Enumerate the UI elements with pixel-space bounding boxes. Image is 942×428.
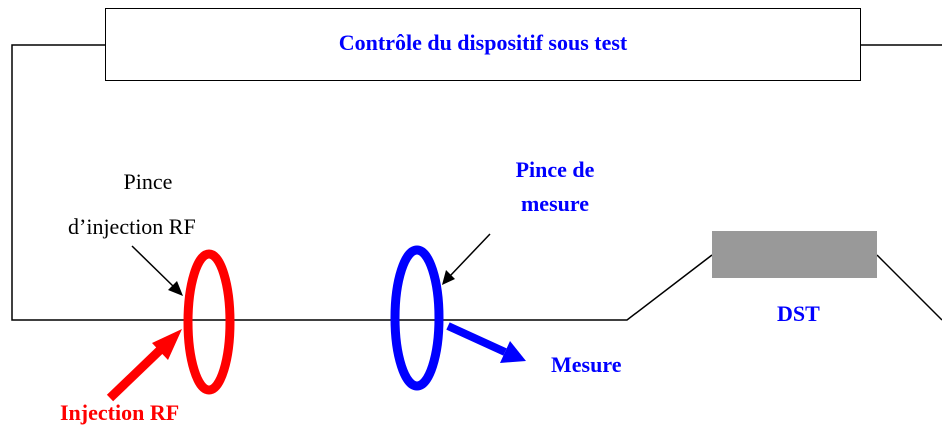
device-control-box: Contrôle du dispositif sous test <box>105 8 861 81</box>
injection-rf-label: Injection RF <box>60 400 180 425</box>
measure-arrow-shaft <box>446 322 507 356</box>
measure-clamp-pointer-line <box>449 233 491 277</box>
device-under-test-label: DST <box>777 301 820 326</box>
cable-left-loop <box>11 44 713 321</box>
injection-arrow-shaft <box>106 346 164 402</box>
device-under-test-box <box>712 231 877 278</box>
injection-clamp-label-line1: Pince <box>123 169 173 194</box>
measure-clamp-pointer-head <box>442 270 455 285</box>
measure-clamp-ring <box>390 245 444 391</box>
cable-right-down <box>876 254 942 321</box>
injection-clamp-label-line2: d’injection RF <box>68 214 196 239</box>
injection-clamp-pointer-head <box>168 281 183 296</box>
injection-clamp-pointer-line <box>131 245 175 288</box>
injection-arrow-head <box>152 329 182 360</box>
measure-arrow-head <box>500 341 526 363</box>
measure-clamp-label-line1: Pince de <box>515 157 595 182</box>
measure-clamp-label-line2: mesure <box>520 191 590 216</box>
device-control-label: Contrôle du dispositif sous test <box>338 30 628 55</box>
measure-output-label: Mesure <box>551 352 622 377</box>
injection-clamp-ring <box>183 249 235 395</box>
